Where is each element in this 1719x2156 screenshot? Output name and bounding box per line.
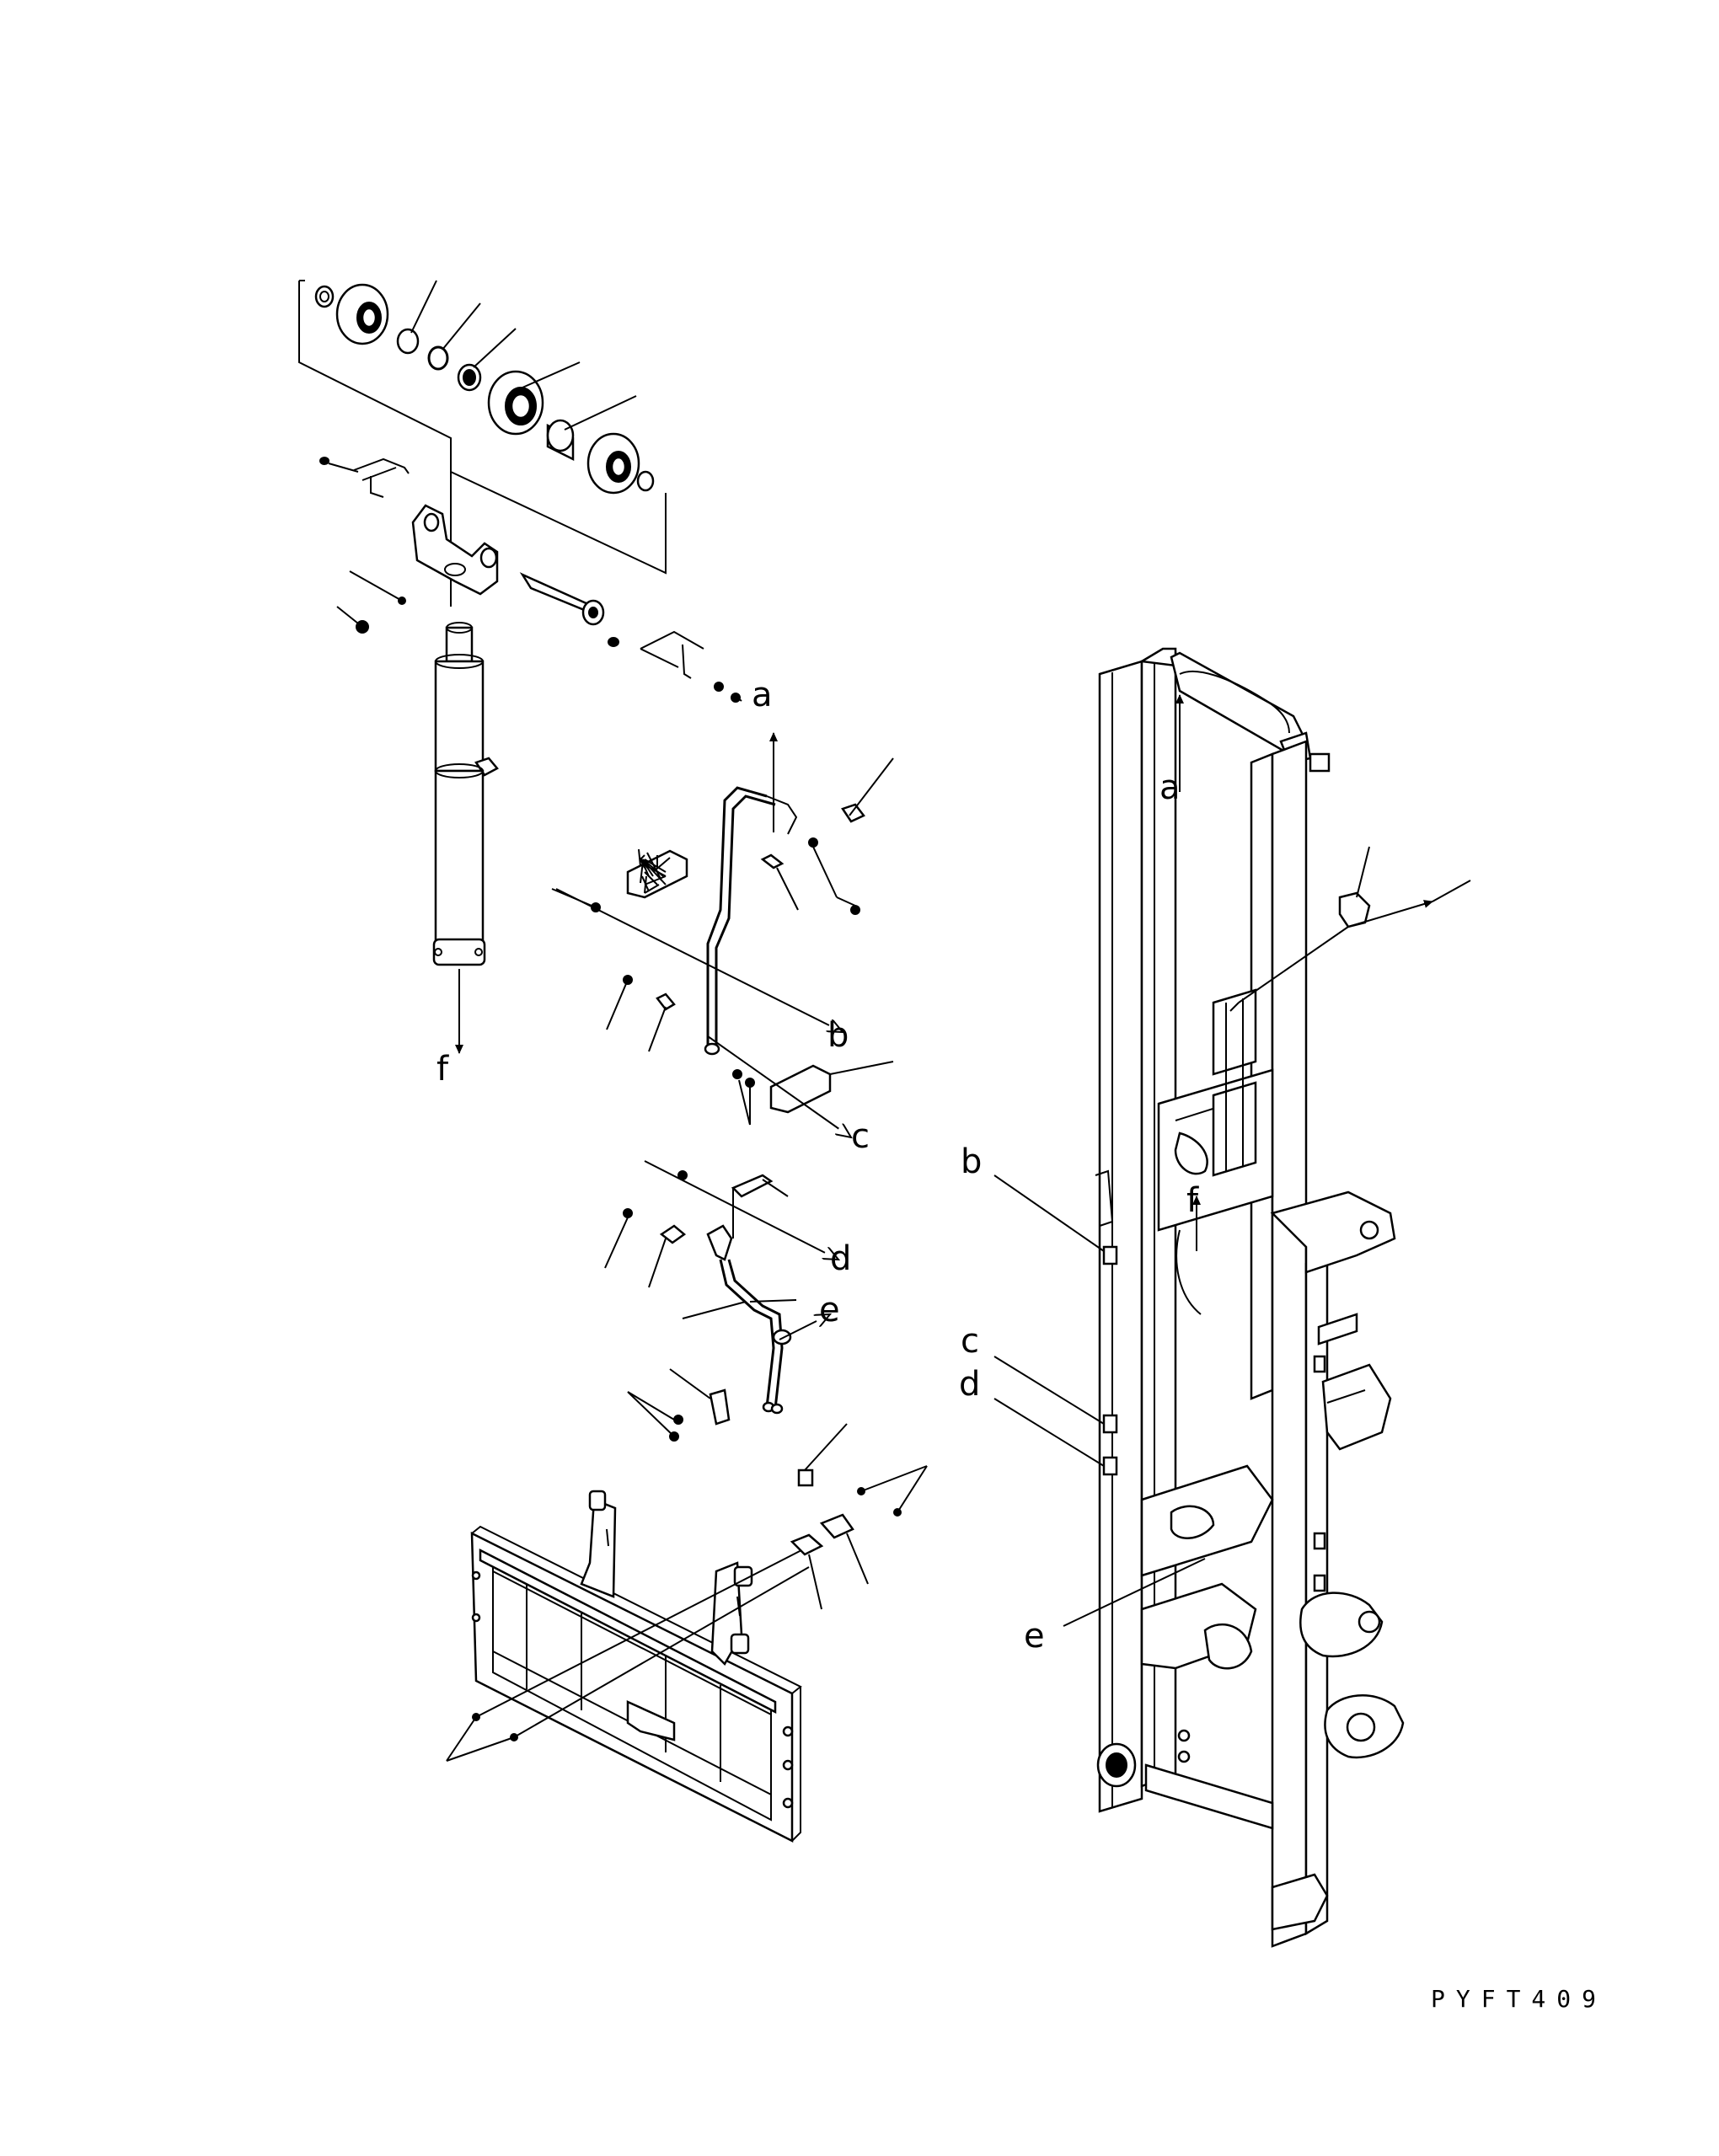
lift-cylinder [432,622,499,1054]
drawing-code: PYFT409 [1431,1985,1607,2013]
carriage [446,1423,928,1843]
label-right-d: d [959,1365,980,1404]
label-right-b: b [961,1142,982,1181]
label-group: a b c d e f a b c d e f [436,676,1199,1656]
label-left-b: b [827,1016,849,1055]
roller-bearing-assembly [298,280,667,607]
hydraulic-pipe-lower [604,1160,838,1442]
label-right-c: c [961,1322,979,1361]
cylinder-head-bracket [319,457,742,703]
label-right-a: a [1159,768,1181,807]
label-right-f: f [1186,1181,1199,1220]
hydraulic-pipe-upper [551,732,894,1137]
label-left-f: f [436,1050,449,1089]
label-left-e: e [819,1291,840,1329]
label-right-e: e [1024,1617,1045,1656]
mast-assembly [993,647,1471,1948]
label-left-c: c [851,1117,870,1156]
label-left-d: d [830,1239,851,1278]
label-left-a: a [752,676,773,714]
